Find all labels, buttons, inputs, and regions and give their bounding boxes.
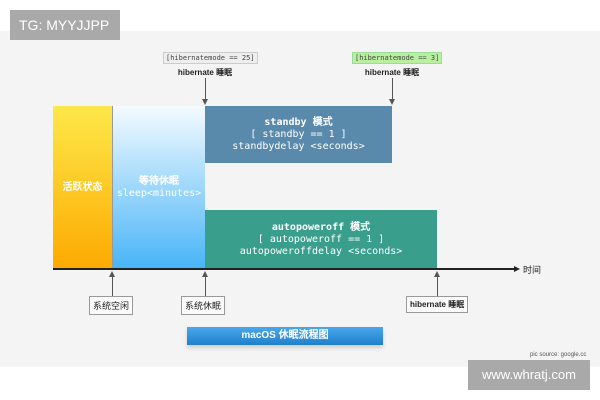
- arrow-line: [205, 78, 206, 99]
- arrow-line: [112, 276, 113, 297]
- source-credit: pic source: google.cc: [530, 352, 587, 358]
- waiting-state-box: 等待休眠 sleep<minutes>: [112, 106, 205, 269]
- active-state-box: 活跃状态: [53, 106, 112, 269]
- arrow-down-icon: [389, 99, 395, 105]
- hibernate-sleep-label: hibernate 睡眠: [406, 296, 469, 313]
- arrow-up-icon: [434, 271, 440, 277]
- standby-title: standby 模式: [264, 116, 333, 128]
- autopoweroff-title: autopoweroff 模式: [271, 221, 371, 233]
- standby-detail: standbydelay <seconds>: [232, 140, 365, 152]
- standby-cond: [ standby == 1 ]: [250, 128, 347, 140]
- active-state-label: 活跃状态: [62, 181, 103, 193]
- autopoweroff-cond: [ autopoweroff == 1 ]: [257, 233, 385, 245]
- waiting-title: 等待休眠: [139, 175, 179, 187]
- arrow-line: [437, 276, 438, 297]
- hibernatemode-3-code: [hibernatemode == 3]: [352, 52, 443, 64]
- standby-box: standby 模式 [ standby == 1 ] standbydelay…: [205, 106, 392, 163]
- arrow-up-icon: [202, 271, 208, 277]
- waiting-detail: sleep<minutes>: [116, 187, 202, 199]
- arrow-right-icon: [514, 266, 520, 272]
- axis-label: 时间: [523, 265, 542, 275]
- watermark-top: TG: MYYJJPP: [10, 10, 120, 40]
- autopoweroff-detail: autopoweroffdelay <seconds>: [239, 245, 403, 257]
- hibernate-label-1: hibernate 睡眠: [177, 68, 233, 77]
- arrow-down-icon: [202, 99, 208, 105]
- autopoweroff-box: autopoweroff 模式 [ autopoweroff == 1 ] au…: [205, 210, 437, 269]
- system-idle-label: 系统空闲: [89, 296, 134, 315]
- watermark-bottom: www.whratj.com: [468, 360, 590, 390]
- time-axis: [53, 268, 515, 270]
- hibernate-label-2: hibernate 睡眠: [364, 68, 420, 77]
- diagram-title: macOS 休眠流程图: [187, 327, 383, 345]
- system-sleep-label: 系统休眠: [181, 296, 226, 315]
- arrow-line: [205, 276, 206, 297]
- arrow-up-icon: [109, 271, 115, 277]
- hibernatemode-25-code: [hibernatemode == 25]: [163, 52, 258, 64]
- arrow-line: [392, 78, 393, 99]
